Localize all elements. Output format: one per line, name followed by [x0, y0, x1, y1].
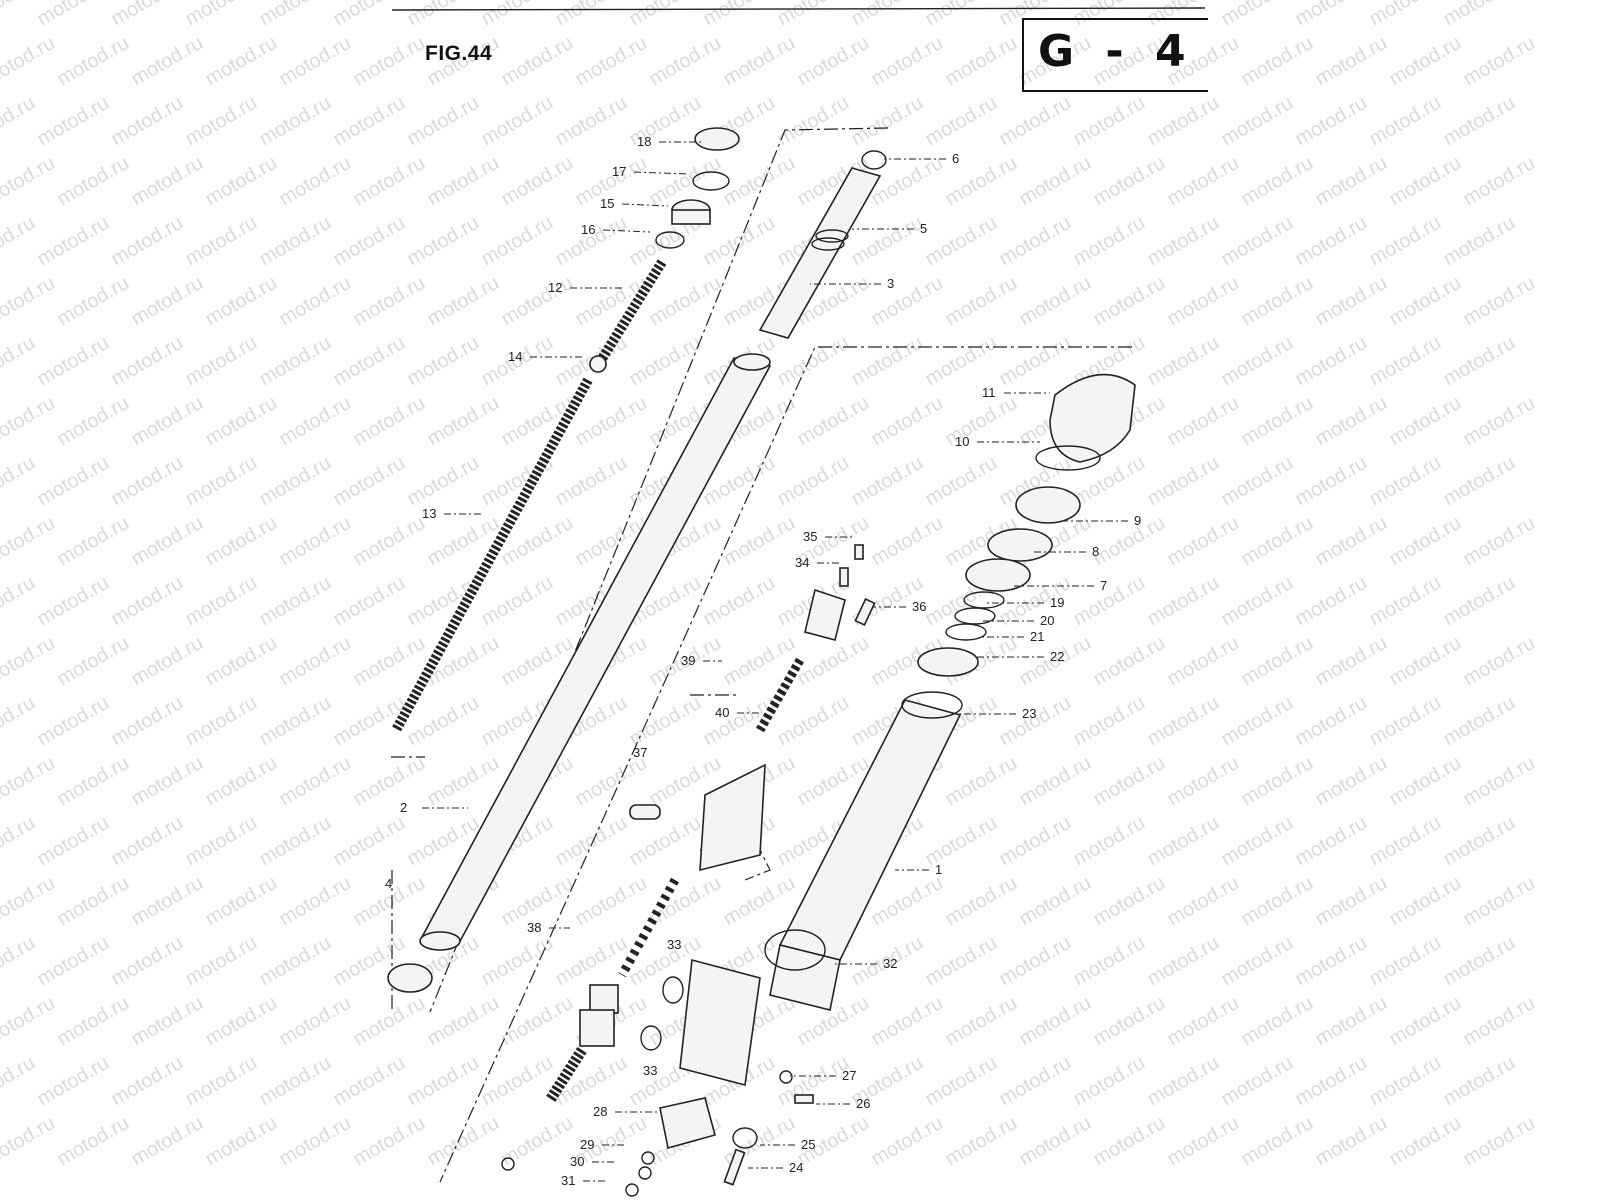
section-code-box: G - 4: [1022, 18, 1208, 92]
assembly-frame-lines: [391, 127, 1132, 1183]
callout-39: 39: [681, 653, 695, 668]
part-18-cap: [694, 127, 740, 151]
callout-labels: 1817151612141365311109871920212223353436…: [385, 134, 1141, 1188]
callout-23: 23: [1022, 706, 1036, 721]
valve-stack-group: [501, 544, 876, 1197]
part-24-bolt: [723, 1148, 746, 1186]
part-32-cylinder: [764, 929, 826, 971]
part-35-cap: [854, 544, 864, 560]
part-34-screw: [839, 567, 849, 587]
callout-22: 22: [1050, 649, 1064, 664]
part-20-ring: [954, 607, 996, 625]
callout-15: 15: [600, 196, 614, 211]
part-bracket: [804, 588, 846, 641]
top-rule: [391, 7, 1206, 11]
section-code: G - 4: [1038, 26, 1194, 77]
leader-lines: [422, 141, 1128, 1182]
part-8-washer: [987, 528, 1053, 562]
callout-29: 29: [580, 1137, 594, 1152]
part-33-rings: [618, 877, 679, 978]
callout-11: 11: [982, 385, 996, 400]
part-26-screw: [794, 1094, 814, 1104]
part-11-boot: [1049, 373, 1136, 463]
part-37-bolt: [629, 804, 661, 820]
outer-tube-group: [764, 373, 1136, 1011]
callout-13: 13: [422, 506, 436, 521]
callout-38: 38: [527, 920, 541, 935]
callout-32: 32: [883, 956, 897, 971]
part-caliper-lower: [679, 958, 761, 1087]
callout-19: 19: [1050, 595, 1064, 610]
callout-40: 40: [715, 705, 729, 720]
callout-7: 7: [1100, 578, 1107, 593]
callout-2: 2: [400, 800, 407, 815]
callout-31: 31: [561, 1173, 575, 1188]
part-spring-lower: [545, 1047, 587, 1103]
part-27-washer: [779, 1070, 793, 1084]
callout-33: 33: [667, 937, 681, 952]
figure-title: FIG.44: [425, 42, 493, 65]
part-9-seal: [1015, 486, 1081, 524]
part-12-spring: [595, 259, 667, 365]
callout-4: 4: [385, 876, 392, 891]
callout-14: 14: [508, 349, 522, 364]
callout-35: 35: [803, 529, 817, 544]
callout-17: 17: [612, 164, 626, 179]
callout-9: 9: [1134, 513, 1141, 528]
callout-3: 3: [887, 276, 894, 291]
part-3-tube: [758, 167, 882, 339]
part-1-outer-tube: [778, 699, 962, 961]
part-7-bushing: [965, 558, 1031, 592]
callout-30: 30: [570, 1154, 584, 1169]
part-19-clip: [963, 591, 1005, 609]
part-36-bolt: [854, 597, 876, 627]
part-14-spacer: [589, 355, 607, 373]
part-39-chain: [756, 657, 804, 733]
callout-6: 6: [952, 151, 959, 166]
part-4-seal: [387, 963, 433, 993]
callout-25: 25: [801, 1137, 815, 1152]
callout-8: 8: [1092, 544, 1099, 559]
part-5-ring: [815, 229, 849, 243]
callout-12: 12: [548, 280, 562, 295]
part-28-pad: [659, 1097, 716, 1150]
part-23-dust-seal: [901, 691, 963, 719]
part-21-ring: [945, 623, 987, 641]
callout-26: 26: [856, 1096, 870, 1111]
callout-16: 16: [581, 222, 595, 237]
upper-tube-group: [758, 150, 887, 339]
callout-1: 1: [935, 862, 942, 877]
callout-24: 24: [789, 1160, 803, 1175]
callout-36: 36: [912, 599, 926, 614]
leader-line: [621, 203, 669, 207]
part-10-ring: [1035, 445, 1101, 471]
callout-37: 37: [633, 745, 647, 760]
part-17-circlip: [692, 171, 730, 191]
callout-27: 27: [842, 1068, 856, 1083]
callout-21: 21: [1030, 629, 1044, 644]
callout-5: 5: [920, 221, 927, 236]
callout-33: 33: [643, 1063, 657, 1078]
inner-tube-group: [387, 353, 772, 993]
part-22-collar: [917, 647, 979, 677]
part-16-oring: [655, 231, 685, 249]
damper-rod-group: [391, 127, 740, 733]
part-6-ring: [861, 150, 887, 170]
callout-28: 28: [593, 1104, 607, 1119]
callout-34: 34: [795, 555, 809, 570]
callout-20: 20: [1040, 613, 1054, 628]
part-37-caliper-body: [699, 763, 766, 872]
callout-18: 18: [637, 134, 651, 149]
leader-line: [602, 229, 651, 233]
callout-10: 10: [955, 434, 969, 449]
leader-line: [633, 171, 689, 175]
part-13-main-spring: [391, 377, 593, 733]
